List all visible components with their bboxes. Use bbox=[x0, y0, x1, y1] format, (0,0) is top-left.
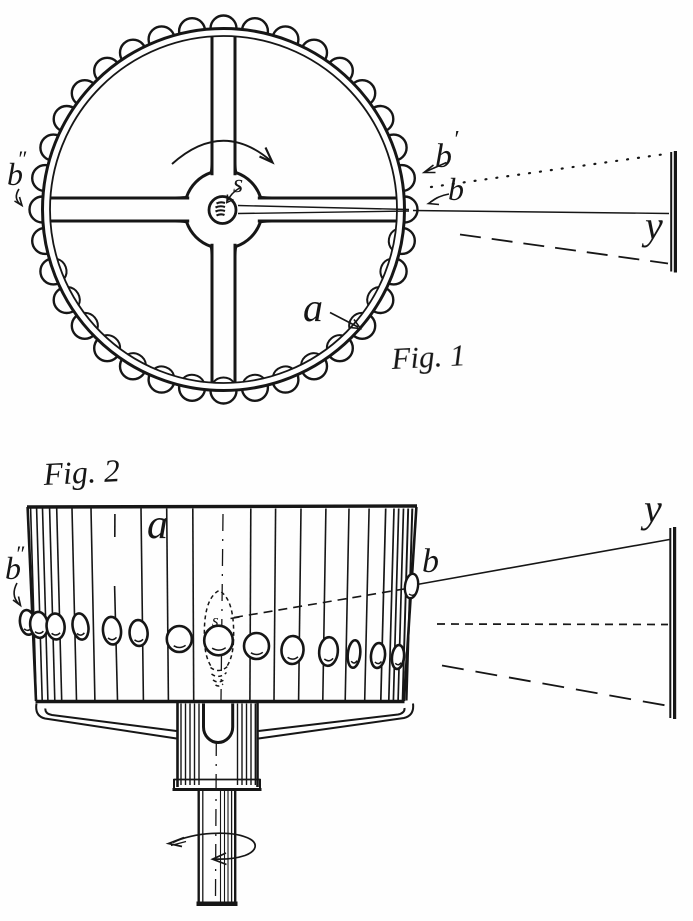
svg-text:Fig. 1: Fig. 1 bbox=[390, 337, 467, 376]
svg-text:″: ″ bbox=[15, 541, 25, 566]
svg-text:a: a bbox=[303, 285, 323, 330]
svg-text:″: ″ bbox=[17, 146, 27, 171]
svg-text:b: b bbox=[7, 156, 23, 192]
svg-text:′: ′ bbox=[453, 127, 459, 153]
svg-text:s: s bbox=[212, 611, 219, 630]
svg-text:Fig. 2: Fig. 2 bbox=[41, 452, 120, 492]
svg-text:a: a bbox=[147, 502, 168, 548]
svg-text:y: y bbox=[640, 486, 662, 531]
svg-text:b: b bbox=[422, 543, 439, 580]
svg-text:b: b bbox=[5, 550, 21, 586]
svg-text:b: b bbox=[435, 138, 452, 175]
svg-text:s: s bbox=[233, 169, 243, 198]
svg-text:y: y bbox=[641, 203, 663, 248]
svg-text:b: b bbox=[448, 171, 464, 207]
